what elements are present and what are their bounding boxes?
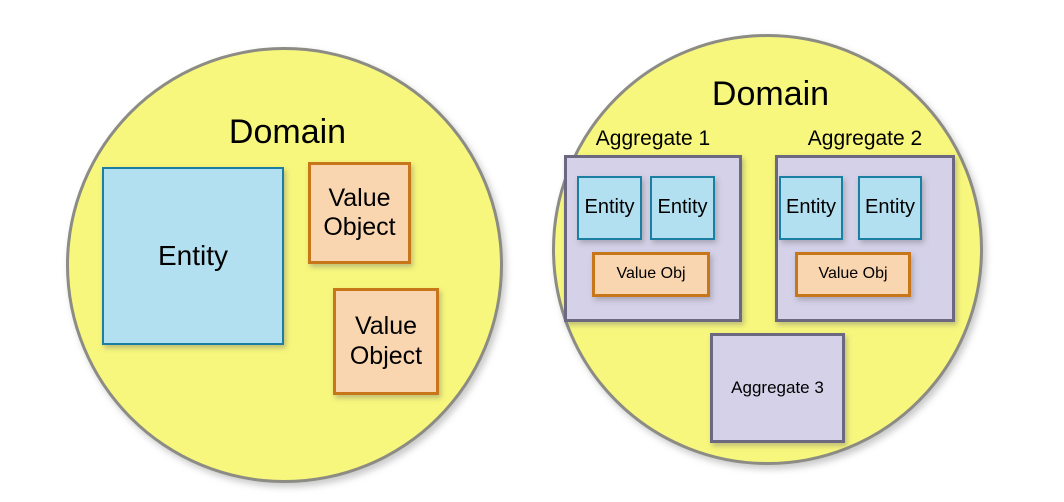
entity-box-main: Entity: [102, 167, 284, 345]
domain-title-right: Domain: [711, 75, 830, 113]
aggregate-2-value-object-1: Value Obj: [795, 252, 911, 297]
aggregate-1-value-object-1: Value Obj: [592, 252, 710, 297]
aggregate-1-entity-2: Entity: [650, 176, 715, 240]
aggregate-label-2: Aggregate 2: [807, 127, 923, 150]
aggregate-box-3: Aggregate 3: [710, 333, 845, 443]
value-object-box-2: Value Object: [333, 288, 439, 395]
aggregate-label-1: Aggregate 1: [595, 127, 711, 150]
aggregate-1-entity-1: Entity: [577, 176, 642, 240]
value-object-box-1: Value Object: [308, 162, 411, 264]
domain-title-left: Domain: [228, 113, 347, 151]
aggregate-2-entity-2: Entity: [858, 176, 922, 240]
aggregate-2-entity-1: Entity: [779, 176, 843, 240]
